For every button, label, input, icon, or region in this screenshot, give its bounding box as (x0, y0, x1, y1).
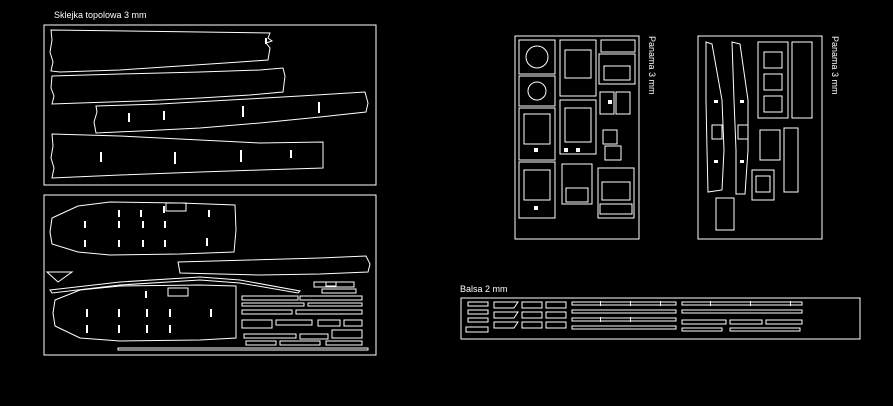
hull-cutout (167, 287, 189, 297)
sheet-border (514, 35, 640, 240)
hull-strip-part (50, 67, 286, 105)
sheet-border (43, 24, 377, 186)
sheet-border (697, 35, 823, 240)
small-parts-cluster (117, 281, 369, 351)
hull-strip-part (49, 29, 274, 73)
side-strip-part (177, 255, 371, 276)
cardboard-sheet-a (514, 35, 640, 240)
plywood-sheet-lower (43, 194, 377, 356)
sheet-border (43, 194, 377, 356)
deck-cutout (165, 202, 187, 212)
hull-strip-part (50, 133, 324, 179)
sheet-border (460, 297, 861, 340)
hull-strip-part (93, 91, 369, 134)
plywood-sheet-label: Sklejka topolowa 3 mm (54, 10, 147, 20)
balsa-sheet-label: Balsa 2 mm (460, 284, 508, 294)
side-frame-part (731, 41, 749, 195)
side-frame-part (705, 41, 725, 193)
deck-part (49, 201, 237, 256)
keel-strip-part (49, 276, 302, 294)
cardboard-sheet-b (697, 35, 823, 240)
balsa-sheet (460, 297, 861, 340)
hull-part (52, 284, 237, 342)
plywood-sheet-upper (43, 24, 377, 186)
triangle-part (45, 271, 74, 283)
